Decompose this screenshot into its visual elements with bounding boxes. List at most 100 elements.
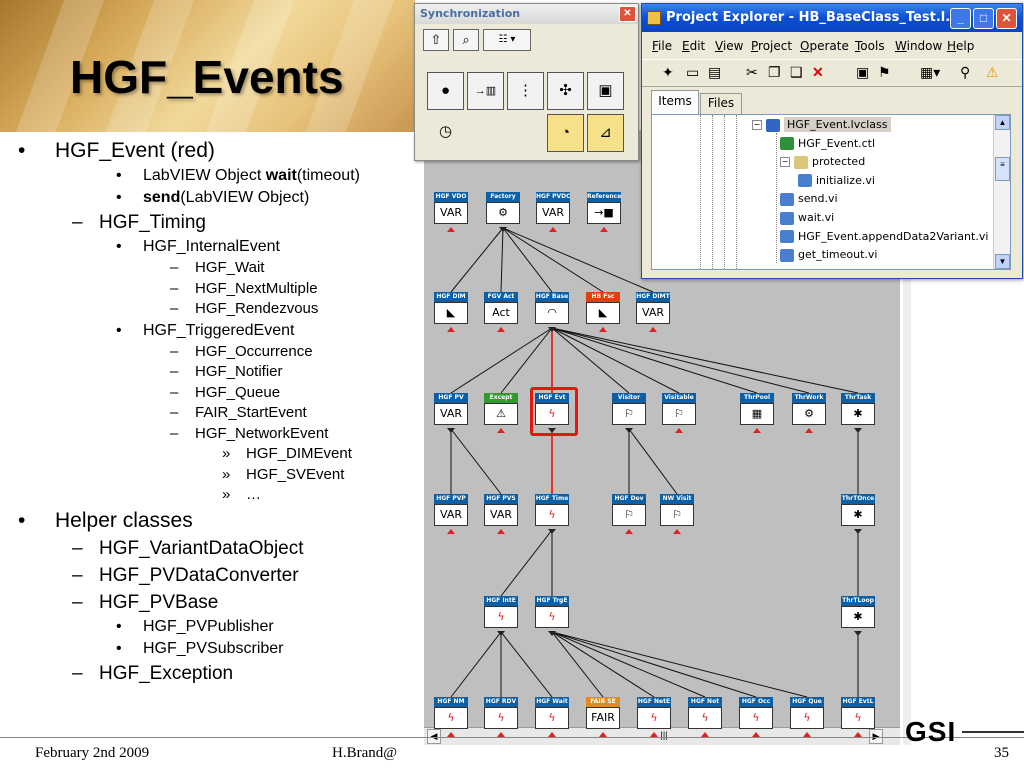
leaf-marker-icon[interactable] [497, 732, 505, 737]
leaf-marker-icon[interactable] [548, 732, 556, 737]
maximize-button[interactable]: □ [973, 8, 994, 29]
wait-icon[interactable]: ◔ [547, 114, 584, 152]
expand-children-icon[interactable] [548, 428, 556, 433]
leaf-marker-icon[interactable] [701, 732, 709, 737]
expand-children-icon[interactable] [854, 529, 862, 534]
class-node[interactable]: Factory⚙ [486, 192, 520, 224]
leaf-marker-icon[interactable] [675, 428, 683, 433]
expand-children-icon[interactable] [854, 631, 862, 636]
scroll-up-button[interactable]: ▲ [995, 115, 1010, 130]
tree-item[interactable]: wait.vi [780, 209, 834, 227]
timing-icon[interactable]: ◷ [438, 123, 453, 140]
expand-children-icon[interactable] [625, 428, 633, 433]
view-options-icon[interactable]: ▦▾ [920, 64, 941, 80]
scroll-down-button[interactable]: ▼ [995, 254, 1010, 269]
tree-item[interactable]: −protected [780, 153, 865, 171]
leaf-marker-icon[interactable] [447, 227, 455, 232]
leaf-marker-icon[interactable] [650, 732, 658, 737]
notifier-icon[interactable]: ▣ [587, 72, 624, 110]
tab-items[interactable]: Items [651, 90, 699, 115]
tree-item[interactable]: HGF_Event.ctl [780, 135, 875, 153]
leaf-marker-icon[interactable] [497, 529, 505, 534]
minimize-button[interactable]: _ [950, 8, 971, 29]
leaf-marker-icon[interactable] [854, 732, 862, 737]
paste-icon[interactable]: ❑ [790, 64, 803, 80]
leaf-marker-icon[interactable] [599, 327, 607, 332]
class-node[interactable]: HB Fsc◣ [586, 292, 620, 324]
expand-children-icon[interactable] [499, 227, 507, 232]
copy-icon[interactable]: ❐ [768, 64, 781, 80]
horizontal-scrollbar[interactable]: ◀ ||| ▶ [424, 727, 900, 745]
leaf-marker-icon[interactable] [649, 327, 657, 332]
tree-item[interactable]: get_timeout.vi [780, 246, 878, 264]
search-icon[interactable]: ⌕ [453, 29, 479, 51]
class-node[interactable]: ThrTLoop✱ [841, 596, 875, 628]
class-node[interactable]: ThrPool▦ [740, 393, 774, 425]
queue-icon[interactable]: →▥ [467, 72, 504, 110]
menu-file[interactable]: File [652, 39, 673, 53]
tree-item[interactable]: −HGF_Event.lvclass [752, 116, 891, 134]
menu-view[interactable]: View [715, 39, 744, 53]
expand-children-icon[interactable] [447, 428, 455, 433]
class-node[interactable]: Except⚠ [484, 393, 518, 425]
collapse-toggle[interactable]: − [752, 120, 762, 130]
tree-item[interactable]: initialize.vi [798, 172, 875, 190]
scroll-thumb[interactable]: ≡ [995, 157, 1010, 181]
rendezvous-icon[interactable]: ✣ [547, 72, 584, 110]
expand-children-icon[interactable] [854, 428, 862, 433]
class-node[interactable]: HGF Dev⚐ [612, 494, 646, 526]
class-node[interactable]: Visitor⚐ [612, 393, 646, 425]
expand-children-icon[interactable] [548, 631, 556, 636]
menu-window[interactable]: Window [895, 39, 943, 53]
synchronization-palette-window[interactable]: Synchronization ✕ ⇧ ⌕ ☷ ▾ ● →▥ ⋮ ✣ ▣ ◷ ◔… [414, 3, 639, 161]
up-arrow-icon[interactable]: ⇧ [423, 29, 449, 51]
scroll-right-button[interactable]: ▶ [869, 729, 883, 744]
expand-children-icon[interactable] [497, 631, 505, 636]
delete-icon[interactable]: ✕ [812, 64, 824, 80]
diagram-vertical-scrollbar[interactable] [903, 130, 911, 745]
save-all-icon[interactable]: ▤ [708, 64, 722, 80]
menu-operate[interactable]: Operate [800, 39, 849, 53]
expand-children-icon[interactable] [548, 529, 556, 534]
occurrence-icon[interactable]: ● [427, 72, 464, 110]
traffic-light-icon[interactable]: ⋮ [507, 72, 544, 110]
menu-help[interactable]: Help [947, 39, 975, 53]
options-dropdown-icon[interactable]: ☷ ▾ [483, 29, 531, 51]
warning-icon[interactable]: ⚠ [986, 64, 999, 80]
leaf-marker-icon[interactable] [752, 732, 760, 737]
cut-icon[interactable]: ✂ [746, 64, 758, 80]
leaf-marker-icon[interactable] [497, 327, 505, 332]
tab-files[interactable]: Files [700, 93, 742, 114]
project-explorer-window[interactable]: Project Explorer - HB_BaseClass_Test.l..… [641, 3, 1023, 279]
open-icon[interactable]: ▭ [686, 64, 700, 80]
expand-children-icon[interactable] [548, 327, 556, 332]
class-node[interactable]: ThrTOnce✱ [841, 494, 875, 526]
leaf-marker-icon[interactable] [803, 732, 811, 737]
leaf-marker-icon[interactable] [625, 529, 633, 534]
leaf-marker-icon[interactable] [447, 529, 455, 534]
tree-scrollbar[interactable]: ▲ ≡ ▼ [993, 115, 1010, 269]
leaf-marker-icon[interactable] [447, 327, 455, 332]
leaf-marker-icon[interactable] [599, 732, 607, 737]
class-node[interactable]: Reference→■ [587, 192, 621, 224]
tree-item[interactable]: send.vi [780, 190, 838, 208]
leaf-marker-icon[interactable] [753, 428, 761, 433]
class-node[interactable]: HGF Base◠ [535, 292, 569, 324]
class-node[interactable]: NW Visit⚐ [660, 494, 694, 526]
leaf-marker-icon[interactable] [447, 732, 455, 737]
